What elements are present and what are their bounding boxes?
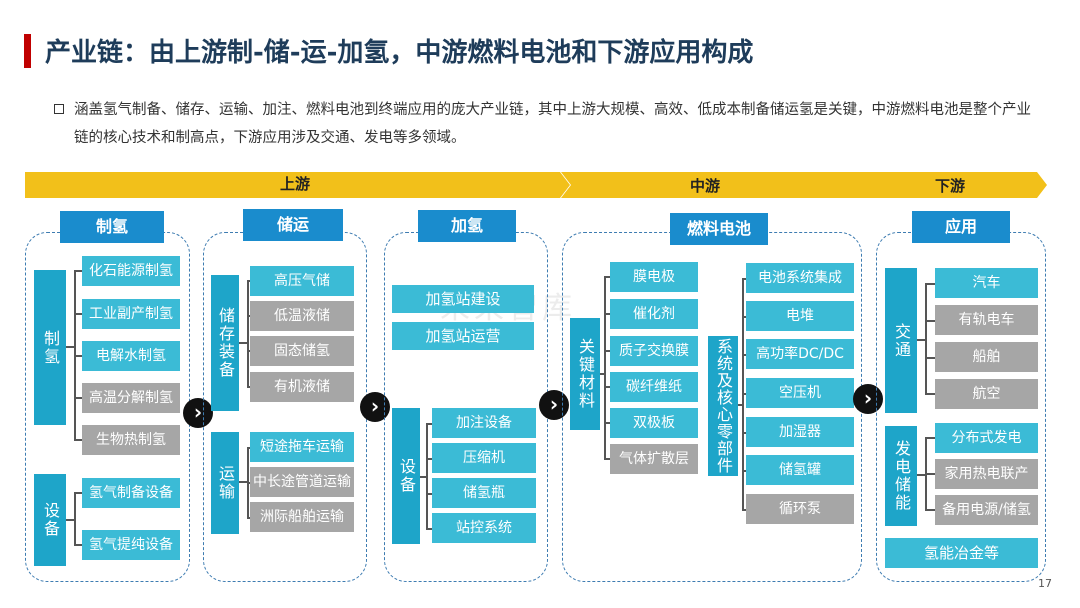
- category-transportation: 交通: [885, 268, 917, 413]
- header-hydrogen-production: 制氢: [60, 211, 164, 243]
- header-storage-transport: 储运: [243, 209, 343, 241]
- item-station-construction: 加氢站建设: [392, 285, 534, 313]
- item-ship: 船舶: [935, 342, 1038, 372]
- category-transport: 运输: [211, 432, 239, 534]
- flow-arrow-icon: ›: [360, 392, 390, 422]
- item-cell-system-integration: 电池系统集成: [746, 263, 854, 293]
- item-short-trailer: 短途拖车运输: [250, 432, 354, 462]
- item-bipolar-plate: 双极板: [610, 408, 698, 438]
- item-gas-diffusion-layer: 气体扩散层: [610, 444, 698, 474]
- downstream-arrow: [863, 172, 1047, 198]
- item-station-operation: 加氢站运营: [392, 322, 534, 350]
- category-production: 制氢: [34, 270, 66, 425]
- flow-arrow-icon: ›: [539, 390, 569, 420]
- item-high-pressure-gas: 高压气储: [250, 266, 354, 296]
- page-number: 17: [1038, 577, 1052, 590]
- item-carbon-fiber-paper: 碳纤维纸: [610, 372, 698, 402]
- item-aviation: 航空: [935, 379, 1038, 409]
- page-title: 产业链：由上游制-储-运-加氢，中游燃料电池和下游应用构成: [45, 38, 754, 68]
- header-fuel-cell: 燃料电池: [670, 213, 768, 245]
- category-storage-equipment: 储存装备: [211, 275, 239, 411]
- item-solid-state: 固态储氢: [250, 336, 354, 366]
- item-catalyst: 催化剂: [610, 299, 698, 329]
- header-applications: 应用: [912, 211, 1010, 243]
- item-thermal-decomposition: 高温分解制氢: [82, 383, 180, 413]
- item-air-compressor: 空压机: [746, 378, 854, 408]
- item-high-power-dcdc: 高功率DC/DC: [746, 339, 854, 369]
- bullet-icon: [54, 104, 64, 114]
- category-power-storage: 发电储能: [885, 426, 917, 526]
- item-shipping: 洲际船舶运输: [250, 502, 354, 532]
- item-hydrogen-tank: 储氢罐: [746, 455, 854, 485]
- item-distributed-generation: 分布式发电: [935, 423, 1038, 453]
- item-tram: 有轨电车: [935, 305, 1038, 335]
- category-system-components: 系统及核心零部件: [708, 336, 738, 476]
- item-backup-power: 备用电源/储氢: [935, 495, 1038, 525]
- item-hydrogen-cylinder: 储氢瓶: [432, 478, 536, 508]
- item-automobile: 汽车: [935, 268, 1038, 298]
- item-compressor: 压缩机: [432, 443, 536, 473]
- item-hydrogen-prep-equipment: 氢气制备设备: [82, 478, 180, 508]
- item-dispensing-equipment: 加注设备: [432, 408, 536, 438]
- item-industrial-byproduct: 工业副产制氢: [82, 299, 180, 329]
- item-electrolysis: 电解水制氢: [82, 341, 180, 371]
- item-humidifier: 加湿器: [746, 417, 854, 447]
- item-station-control: 站控系统: [432, 513, 536, 543]
- item-circulation-pump: 循环泵: [746, 494, 854, 524]
- category-key-materials: 关键材料: [570, 318, 600, 430]
- item-pipeline: 中长途管道运输: [250, 467, 354, 497]
- header-refueling: 加氢: [418, 210, 516, 242]
- stage-arrow-band: [25, 172, 1047, 198]
- flow-arrow-icon: ›: [853, 384, 883, 414]
- item-proton-exchange-membrane: 质子交换膜: [610, 336, 698, 366]
- item-cryogenic-liquid: 低温液储: [250, 301, 354, 331]
- intro-text: 涵盖氢气制备、储存、运输、加注、燃料电池到终端应用的庞大产业链，其中上游大规模、…: [74, 102, 1031, 146]
- midstream-arrow: [561, 172, 883, 198]
- item-hydrogen-metallurgy: 氢能冶金等: [885, 538, 1038, 568]
- stage-midstream: 中游: [689, 177, 720, 195]
- stage-upstream: 上游: [279, 175, 310, 193]
- item-stack: 电堆: [746, 301, 854, 331]
- title-accent-bar: [24, 34, 31, 68]
- category-refueling-equipment: 设备: [392, 408, 420, 544]
- category-equipment-production: 设备: [34, 474, 66, 566]
- item-membrane-electrode: 膜电极: [610, 262, 698, 292]
- item-biological: 生物热制氢: [82, 425, 180, 455]
- stage-downstream: 下游: [934, 177, 965, 195]
- item-organic-liquid: 有机液储: [250, 372, 354, 402]
- item-fossil-hydrogen: 化石能源制氢: [82, 256, 180, 286]
- flow-arrow-icon: ›: [183, 398, 213, 428]
- item-home-chp: 家用热电联产: [935, 459, 1038, 489]
- item-hydrogen-purification-equipment: 氢气提纯设备: [82, 530, 180, 560]
- upstream-arrow: [25, 172, 570, 198]
